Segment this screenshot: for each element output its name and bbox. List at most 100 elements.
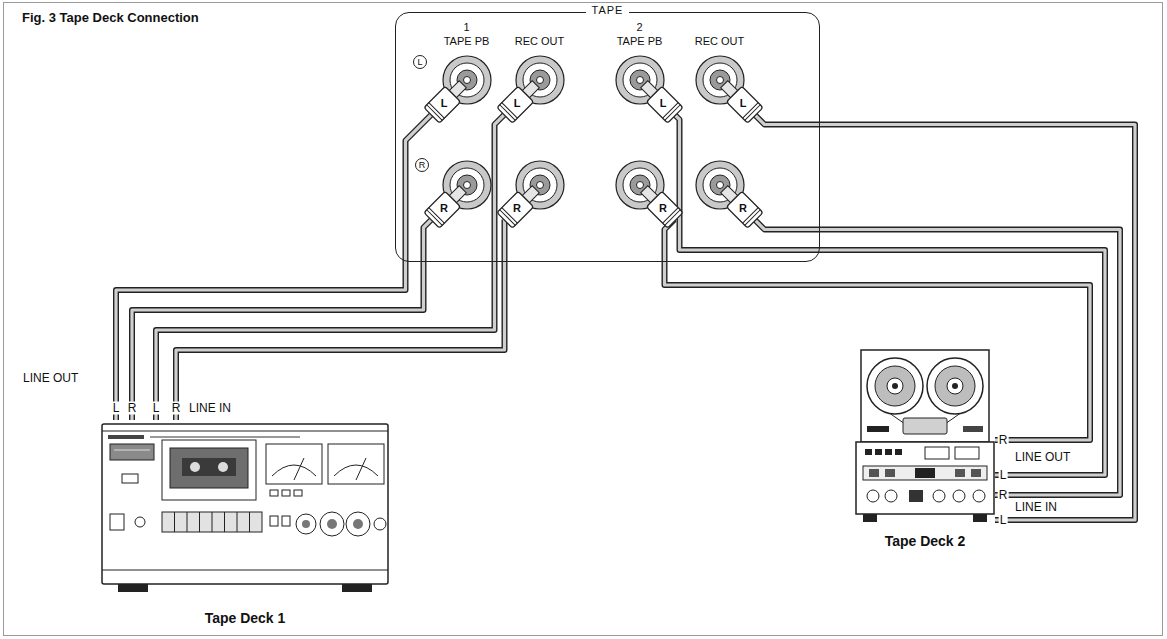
cassette-deck-illustration (162, 512, 262, 532)
rca-jack (703, 168, 737, 202)
reel-deck-illustration (903, 418, 947, 434)
jack-column: TAPE PB (605, 34, 675, 249)
jack-label: REC OUT (695, 34, 745, 48)
reel-deck-illustration (856, 350, 994, 522)
audio-cable (755, 220, 1121, 496)
rca-plug (496, 181, 543, 228)
audio-cable (755, 115, 1136, 521)
cassette-deck-illustration (218, 462, 228, 472)
channel-name: R (998, 489, 1009, 502)
device-caption: Tape Deck 2 (885, 533, 966, 550)
panel-heading: TAPE (586, 3, 630, 17)
audio-cable (755, 115, 1136, 521)
figure-title: Fig. 3 Tape Deck Connection (22, 10, 199, 26)
audio-cable (675, 115, 1106, 476)
rca-jack (536, 181, 543, 188)
cassette-deck-illustration (353, 519, 363, 529)
audio-cable (156, 115, 505, 421)
audio-cable (116, 115, 432, 421)
section-number: 1 (463, 20, 469, 34)
terminal-name: LINE IN (188, 402, 232, 415)
reel-deck-illustration (925, 447, 949, 459)
rca-jack (616, 161, 683, 228)
cassette-deck-illustration (327, 519, 337, 529)
reel-deck-illustration (973, 490, 985, 502)
reel-deck-illustration (865, 449, 872, 455)
audio-cable (176, 220, 505, 421)
reel-deck-illustration (856, 442, 994, 514)
channel-mark: L (413, 55, 427, 69)
reel-deck-illustration (867, 358, 923, 414)
reel-deck-illustration (927, 358, 983, 414)
rca-jack (523, 168, 557, 202)
rca-plug (716, 76, 763, 123)
rca-plug (726, 191, 763, 228)
rca-jack (716, 181, 723, 188)
plug-letter: L (739, 97, 748, 110)
cassette-deck-illustration (110, 444, 154, 460)
rca-jack (716, 76, 723, 83)
reel-deck-illustration (892, 383, 898, 389)
jack-label: TAPE PB (444, 34, 490, 48)
channel-name: L (152, 402, 161, 415)
rca-jack (616, 56, 683, 123)
rca-plug (496, 191, 533, 228)
channel-name: L (112, 402, 121, 415)
cassette-deck-illustration (190, 462, 200, 472)
reel-deck-illustration (875, 449, 882, 455)
reel-deck-illustration (867, 426, 889, 432)
reel-deck-illustration (869, 469, 879, 477)
cassette-deck-illustration (150, 436, 300, 438)
reel-deck-illustration (895, 449, 902, 455)
rca-jack (623, 168, 657, 202)
cassette-deck-illustration (266, 444, 322, 484)
audio-cable (156, 115, 505, 421)
cassette-deck-illustration (110, 514, 124, 530)
cassette-deck-illustration (182, 458, 236, 476)
terminal-name: LINE OUT (22, 372, 79, 385)
channel-name: R (171, 402, 182, 415)
rca-jack (450, 168, 484, 202)
reel-deck-illustration (933, 490, 945, 502)
cassette-deck-illustration (374, 518, 386, 530)
cassette-deck-illustration (175, 512, 250, 532)
rca-jack (496, 56, 563, 123)
channel-name: L (999, 469, 1008, 482)
cassette-deck-illustration (102, 431, 388, 432)
audio-cable (176, 220, 505, 421)
reel-deck-illustration (909, 490, 923, 502)
audio-cable (755, 115, 1136, 521)
cassette-deck-illustration (296, 514, 316, 534)
reel-deck-illustration (955, 447, 979, 459)
cassette-deck-illustration (342, 584, 372, 592)
rca-plug (636, 181, 683, 228)
reel-deck-illustration (863, 514, 877, 522)
cassette-deck-illustration (122, 474, 138, 483)
plug-letter: R (439, 202, 449, 215)
audio-cable (116, 115, 432, 421)
cassette-deck-illustration (294, 458, 304, 480)
cassette-deck-illustration (114, 450, 150, 451)
cassette-deck-illustration (302, 520, 310, 528)
reel-deck-illustration (885, 449, 892, 455)
plug-letter: R (658, 202, 668, 215)
audio-cable (116, 115, 432, 421)
cassette-deck-illustration (270, 516, 278, 526)
plug-letter: R (512, 202, 522, 215)
rca-plug (423, 191, 460, 228)
cassette-deck-illustration (294, 490, 302, 496)
rca-plug (646, 86, 683, 123)
rca-plug (726, 86, 763, 123)
plug-letter: L (440, 97, 449, 110)
reel-deck-illustration (863, 466, 987, 480)
rca-plug (496, 86, 533, 123)
reel-deck-illustration (885, 469, 895, 477)
reel-deck-illustration (947, 378, 963, 394)
cassette-deck-illustration (334, 465, 378, 476)
reel-deck-illustration (973, 514, 987, 522)
plug-letter: L (513, 97, 522, 110)
rca-jack (696, 161, 763, 228)
cassette-deck-illustration (108, 435, 144, 439)
cassette-deck-illustration (356, 458, 366, 480)
